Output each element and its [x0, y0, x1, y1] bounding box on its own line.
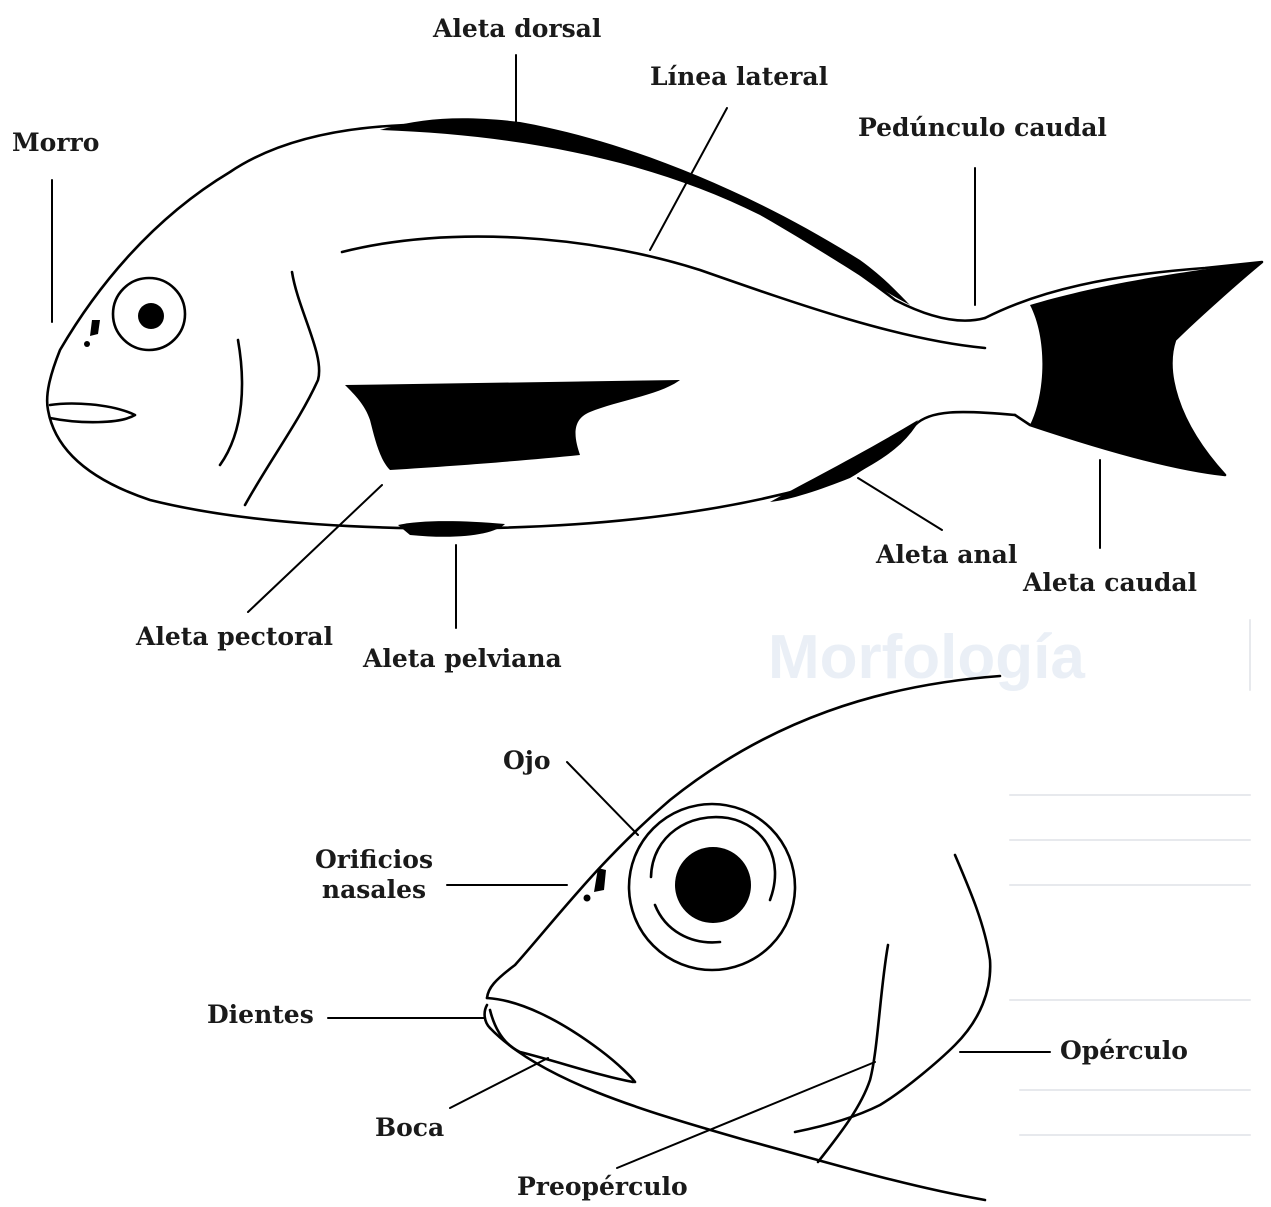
fish-filled-parts — [84, 118, 1262, 537]
leader-aleta-anal — [858, 478, 942, 530]
label-boca: Boca — [375, 1113, 444, 1143]
leader-linea-lateral — [650, 108, 727, 250]
fish-nostril — [90, 320, 100, 336]
fish-head-detail — [485, 676, 1000, 1200]
label-operculo: Opérculo — [1060, 1036, 1188, 1066]
fish-operculum-line — [245, 272, 319, 505]
label-aleta-anal: Aleta anal — [876, 540, 1017, 570]
head-operculum — [795, 855, 990, 1132]
fish-anal-fin — [770, 420, 918, 502]
fish-pupil — [138, 303, 164, 329]
head-preoperculum — [818, 945, 888, 1162]
label-dientes: Dientes — [207, 1000, 314, 1030]
label-ojo: Ojo — [503, 746, 551, 776]
label-aleta-pelviana: Aleta pelviana — [363, 644, 562, 674]
label-aleta-pectoral: Aleta pectoral — [136, 622, 333, 652]
head-pupil — [675, 847, 751, 923]
leader-aleta-pectoral — [248, 485, 382, 612]
head-nostril-dot — [584, 895, 591, 902]
fish-mouth — [50, 404, 135, 423]
fish-caudal-fin — [1030, 262, 1262, 475]
label-orificios-line1: Orificios — [310, 845, 438, 875]
fish-pectoral-fin — [345, 380, 680, 470]
leader-boca — [450, 1058, 548, 1108]
label-aleta-caudal: Aleta caudal — [1023, 568, 1197, 598]
fish-pelvic-fin — [398, 521, 505, 537]
label-orificios-line2: nasales — [310, 875, 438, 905]
fish-nostril-dot — [84, 341, 90, 347]
leader-preoperculo — [617, 1062, 875, 1168]
head-outline — [487, 676, 1000, 998]
label-pedunculo-caudal: Pedúnculo caudal — [858, 113, 1107, 143]
fish-dorsal-fin — [380, 118, 910, 305]
label-orificios-nasales: Orificios nasales — [310, 845, 438, 905]
label-aleta-dorsal: Aleta dorsal — [433, 14, 601, 44]
label-linea-lateral: Línea lateral — [650, 62, 828, 92]
fish-preoperculum-line — [220, 340, 242, 465]
head-teeth — [485, 1005, 490, 1028]
label-morro: Morro — [12, 128, 99, 158]
leader-ojo — [567, 762, 638, 835]
label-preoperculo: Preopérculo — [517, 1172, 688, 1202]
head-upper-lip — [487, 998, 635, 1082]
